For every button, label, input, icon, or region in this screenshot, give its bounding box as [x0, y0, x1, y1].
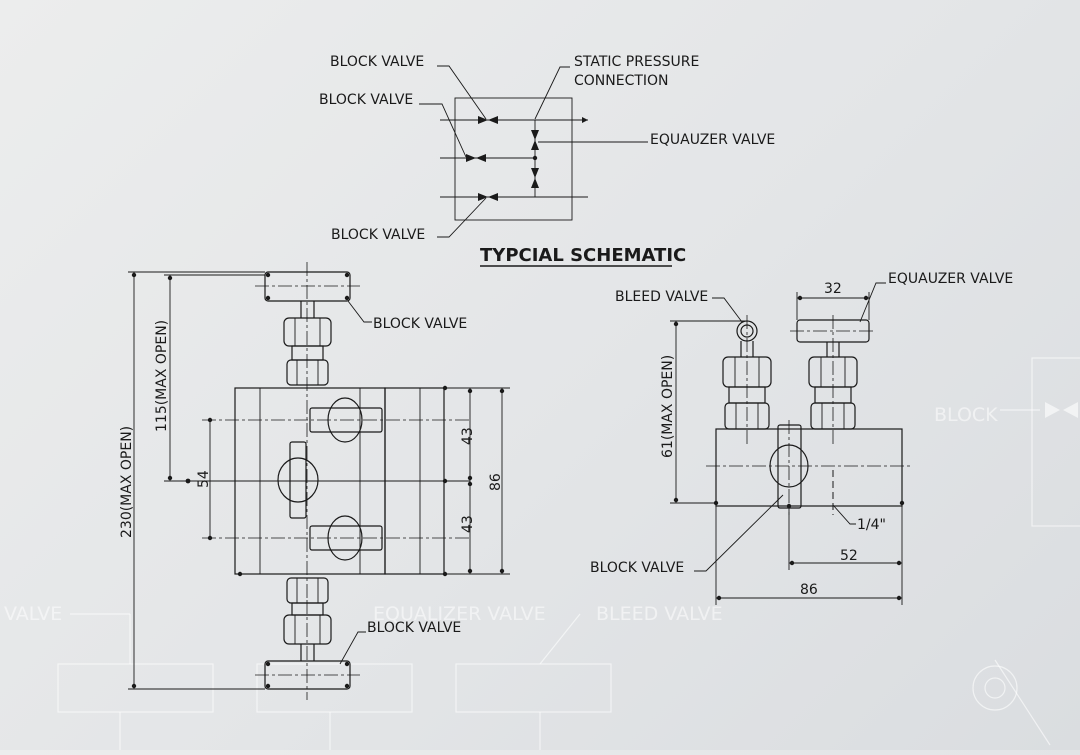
- dim-61-max-open: 61(MAX OPEN): [660, 355, 676, 458]
- schematic-body: [454, 97, 573, 221]
- dim-thread-1-4: 1/4": [857, 517, 886, 533]
- dim-43-bottom: 43: [460, 515, 476, 533]
- dim-54: 54: [196, 470, 212, 488]
- dim-86-side: 86: [800, 582, 818, 598]
- dim-43-top: 43: [460, 427, 476, 445]
- background-ghost-schematic: BLOCK VALVE EQUALIZER VALVE BLEED VALVE: [4, 357, 1080, 750]
- dim-115-max-open: 115(MAX OPEN): [154, 320, 170, 432]
- ghost-valve-text: VALVE: [4, 603, 62, 625]
- static-pressure-label-line1: STATIC PRESSURE: [574, 54, 699, 70]
- schematic-title: TYPCIAL SCHEMATIC: [480, 245, 686, 266]
- side-view: 32 61(MAX OPEN) 52 86 1/4" BLEED VALVE E…: [590, 271, 1013, 605]
- dim-230-max-open: 230(MAX OPEN): [119, 426, 135, 538]
- static-pressure-label-line2: CONNECTION: [574, 73, 669, 89]
- dim-52: 52: [840, 548, 858, 564]
- schematic-equalizer-label: EQUAUZER VALVE: [650, 132, 775, 148]
- schematic-block-valve-label-1: BLOCK VALVE: [330, 54, 424, 70]
- side-bleed-valve-label: BLEED VALVE: [615, 289, 708, 305]
- front-view: 230(MAX OPEN) 115(MAX OPEN) 54 43 43 86 …: [119, 262, 510, 700]
- side-block-valve-label: BLOCK VALVE: [590, 560, 684, 576]
- schematic-block-valve-label-3: BLOCK VALVE: [331, 227, 425, 243]
- schematic-block-valve-label-2: BLOCK VALVE: [319, 92, 413, 108]
- typical-schematic: BLOCK VALVE BLOCK VALVE BLOCK VALVE STAT…: [319, 54, 775, 267]
- front-block-valve-top-label: BLOCK VALVE: [373, 316, 467, 332]
- ghost-bleed-text: BLEED VALVE: [596, 603, 723, 625]
- dim-86-front: 86: [488, 473, 504, 491]
- side-equalizer-valve-label: EQUAUZER VALVE: [888, 271, 1013, 287]
- ghost-block-text: BLOCK: [934, 404, 998, 426]
- front-block-valve-bottom-label: BLOCK VALVE: [367, 620, 461, 636]
- ghost-equalizer-text: EQUALIZER VALVE: [373, 603, 546, 625]
- dim-32: 32: [824, 281, 842, 297]
